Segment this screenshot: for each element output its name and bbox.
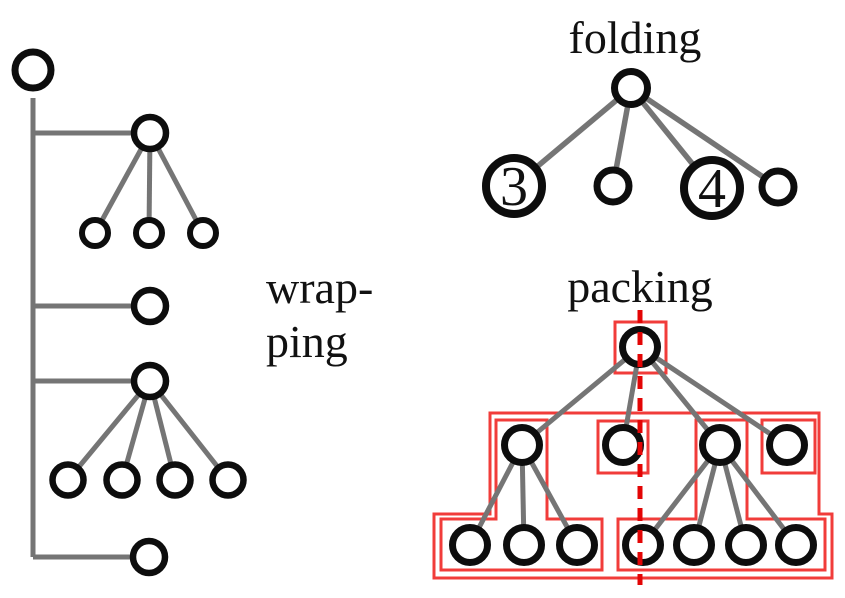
tree-node — [130, 113, 170, 153]
packing-parent-outline — [432, 411, 834, 580]
tree-node — [129, 537, 169, 577]
tree-node — [611, 68, 651, 108]
tree-node — [673, 524, 715, 566]
tree-edge — [148, 379, 230, 482]
tree-node — [593, 166, 633, 206]
tree-node — [556, 524, 598, 566]
tree-node — [775, 524, 817, 566]
packing-subtree-c-outline — [616, 418, 827, 572]
tree-node — [725, 524, 767, 566]
tree-node — [133, 217, 165, 249]
tree-node — [503, 524, 545, 566]
packing-label: packing — [567, 261, 713, 312]
tree-node — [482, 154, 546, 218]
tree-node — [130, 286, 170, 326]
packing-node-box-d — [760, 418, 817, 475]
tree-node — [187, 217, 219, 249]
folding-label: folding — [569, 12, 702, 63]
tree-edge — [520, 345, 642, 447]
tree-node — [130, 361, 170, 401]
tree-edge — [641, 443, 722, 547]
wrapping-label-line1: wrap- — [266, 262, 373, 313]
tree-edge — [66, 379, 152, 482]
tree-edge — [638, 345, 722, 447]
tree-node — [766, 424, 808, 466]
packing-boxes-layer — [432, 320, 834, 580]
packing-root-box — [613, 320, 668, 375]
tree-node — [11, 48, 55, 92]
tree-node — [156, 461, 194, 499]
packing-subtree-a-outline — [439, 418, 604, 572]
tree-node — [49, 461, 87, 499]
tree-edge — [638, 344, 789, 448]
tree-node — [449, 524, 491, 566]
packing-node-box-b — [596, 419, 650, 475]
tree-nodes-layer — [11, 48, 817, 577]
tree-node — [103, 461, 141, 499]
wrapping-label-line2: ping — [266, 316, 348, 367]
folded-subtree-count-left: 3 — [500, 156, 528, 218]
tree-node — [622, 524, 664, 566]
folded-subtree-count-right: 4 — [698, 158, 726, 220]
tree-node — [699, 424, 741, 466]
tree-edge — [629, 85, 780, 190]
tree-node — [209, 461, 247, 499]
tree-node — [501, 424, 543, 466]
tree-node — [79, 217, 111, 249]
tree-node — [680, 156, 744, 220]
tree-node — [602, 424, 644, 466]
tree-node — [758, 167, 798, 207]
